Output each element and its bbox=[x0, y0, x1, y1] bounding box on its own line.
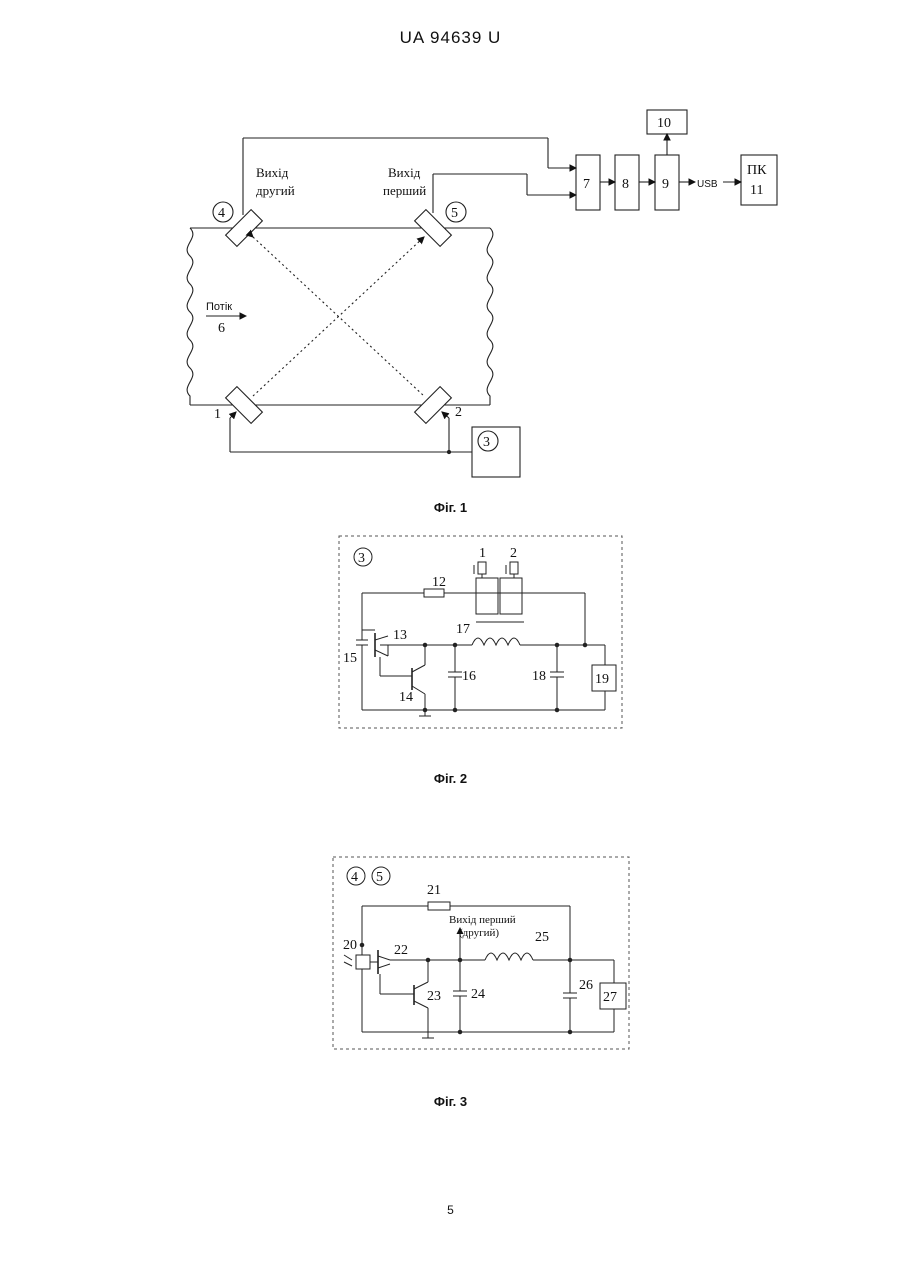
fig3-label-24: 24 bbox=[471, 987, 485, 1002]
pipe-left-break bbox=[187, 228, 193, 405]
label-3: 3 bbox=[483, 435, 490, 450]
fig3-label-22: 22 bbox=[394, 943, 408, 958]
label-pc-2: 11 bbox=[750, 183, 763, 198]
fig3-label-out-2: (другий) bbox=[459, 927, 499, 939]
label-2: 2 bbox=[455, 405, 462, 420]
label-4: 4 bbox=[218, 206, 225, 221]
label-out-second-2: другий bbox=[256, 183, 295, 198]
fig3-label-20: 20 bbox=[343, 938, 357, 953]
label-usb: USB bbox=[697, 179, 718, 190]
fig3-label-25: 25 bbox=[535, 930, 549, 945]
resistor-12 bbox=[424, 589, 444, 597]
label-8: 8 bbox=[622, 177, 629, 192]
fig3-label-21: 21 bbox=[427, 883, 441, 898]
label-10: 10 bbox=[657, 116, 671, 131]
label-1: 1 bbox=[214, 407, 221, 422]
fig2-label-12: 12 bbox=[432, 575, 446, 590]
label-7: 7 bbox=[583, 177, 590, 192]
fig3-diagram bbox=[333, 857, 629, 1049]
fig3-label-out-1: Вихід перший bbox=[449, 914, 516, 926]
fig2-label-2: 2 bbox=[510, 546, 517, 561]
fig2-label-13: 13 bbox=[393, 628, 407, 643]
label-9: 9 bbox=[662, 177, 669, 192]
fig3-label-23: 23 bbox=[427, 989, 441, 1004]
fig1-caption: Фіг. 1 bbox=[0, 500, 901, 515]
fig2-diagram bbox=[339, 536, 622, 728]
inductor-25 bbox=[485, 953, 533, 960]
label-flow-num: 6 bbox=[218, 321, 225, 336]
label-5: 5 bbox=[451, 206, 458, 221]
resistor-21 bbox=[428, 902, 450, 910]
label-flow: Потік bbox=[206, 301, 232, 313]
fig2-frame bbox=[339, 536, 622, 728]
inductor-17 bbox=[472, 638, 520, 645]
fig2-label-17: 17 bbox=[456, 622, 470, 637]
xducer-1-sym bbox=[478, 562, 486, 574]
fig2-label-15: 15 bbox=[343, 651, 357, 666]
transformer-1 bbox=[476, 578, 498, 614]
fig2-caption: Фіг. 2 bbox=[0, 771, 901, 786]
label-out-second-1: Вихід bbox=[256, 165, 289, 180]
pipe-right-break bbox=[487, 228, 493, 405]
label-out-first-1: Вихід bbox=[388, 165, 421, 180]
fig2-label-19: 19 bbox=[595, 672, 609, 687]
fig3-label-26: 26 bbox=[579, 978, 593, 993]
label-pc-1: ПК bbox=[747, 163, 767, 178]
fig2-label-14: 14 bbox=[399, 690, 413, 705]
sensor-20 bbox=[356, 955, 370, 969]
fig3-label-5: 5 bbox=[376, 870, 383, 885]
fig3-label-4: 4 bbox=[351, 870, 358, 885]
transformer-2 bbox=[500, 578, 522, 614]
fig2-label-16: 16 bbox=[462, 669, 476, 684]
fig3-caption: Фіг. 3 bbox=[0, 1094, 901, 1109]
xducer-2-sym bbox=[510, 562, 518, 574]
fig2-label-18: 18 bbox=[532, 669, 546, 684]
fig2-label-1: 1 bbox=[479, 546, 486, 561]
label-out-first-2: перший bbox=[383, 183, 426, 198]
fig2-label-3: 3 bbox=[358, 551, 365, 566]
page-number: 5 bbox=[0, 1203, 901, 1217]
fig3-label-27: 27 bbox=[603, 990, 617, 1005]
